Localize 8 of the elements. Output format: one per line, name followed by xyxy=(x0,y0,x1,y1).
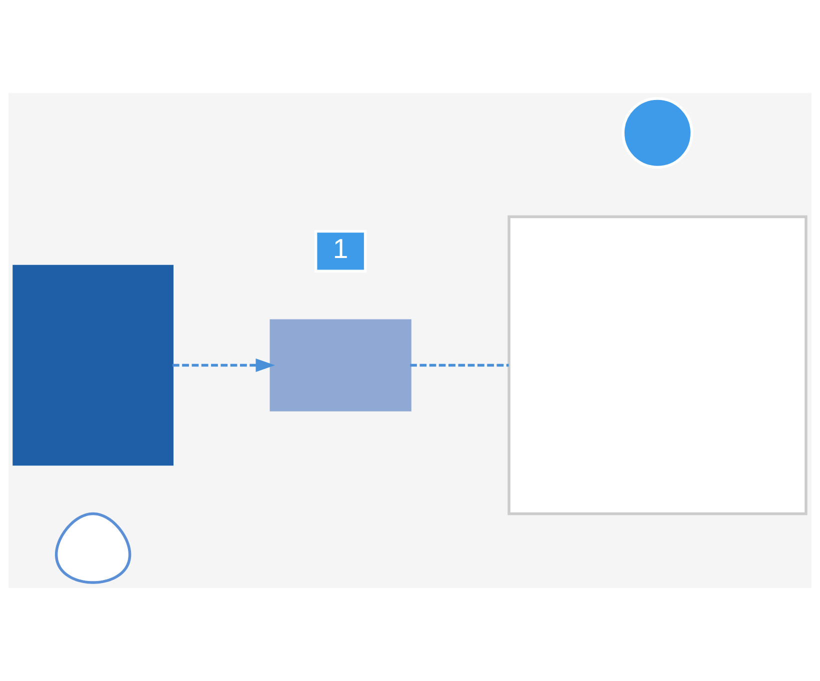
node-box xyxy=(508,215,808,516)
connector xyxy=(410,364,509,367)
node-circle xyxy=(622,97,694,169)
arrow xyxy=(172,358,276,372)
node-box xyxy=(270,319,412,412)
node-box xyxy=(12,264,174,466)
node-box: 1 xyxy=(314,230,367,272)
node-person xyxy=(54,512,132,584)
